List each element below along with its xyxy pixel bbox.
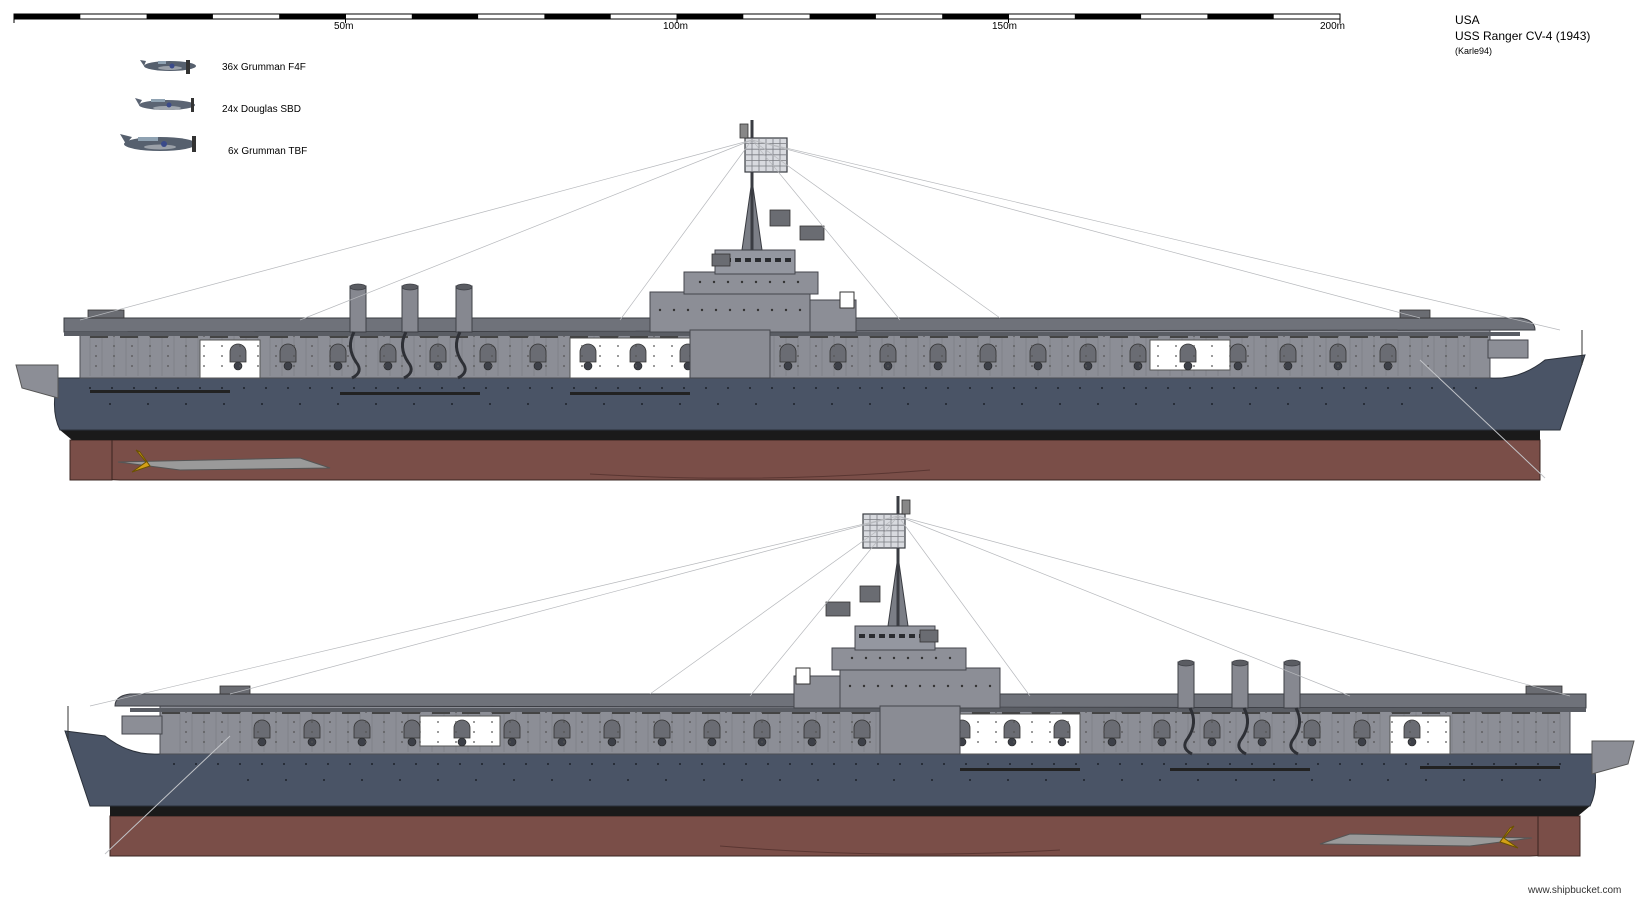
author-label: (Karle94)	[1455, 46, 1493, 56]
scale-bar-segments	[13, 13, 1341, 23]
douglas-sbd-icon	[135, 98, 195, 112]
grumman-f4f-icon	[140, 60, 196, 74]
country-label: USA	[1455, 13, 1480, 27]
scale-label-100m: 100m	[663, 21, 689, 32]
air-group-tbf-label: 6x Grumman TBF	[228, 146, 308, 157]
air-group-f4f-label: 36x Grumman F4F	[222, 62, 306, 73]
ship-profile-starboard	[15, 120, 1586, 481]
air-group-sbd-label: 24x Douglas SBD	[222, 104, 301, 115]
watermark: www.shipbucket.com	[1528, 885, 1622, 896]
scale-label-150m: 150m	[992, 21, 1018, 32]
grumman-tbf-icon	[120, 134, 196, 152]
scale-label-200m: 200m	[1320, 21, 1346, 32]
ship-profile-port	[64, 496, 1635, 857]
scale-label-50m: 50m	[334, 21, 354, 32]
ship-name-label: USS Ranger CV-4 (1943)	[1455, 29, 1591, 43]
